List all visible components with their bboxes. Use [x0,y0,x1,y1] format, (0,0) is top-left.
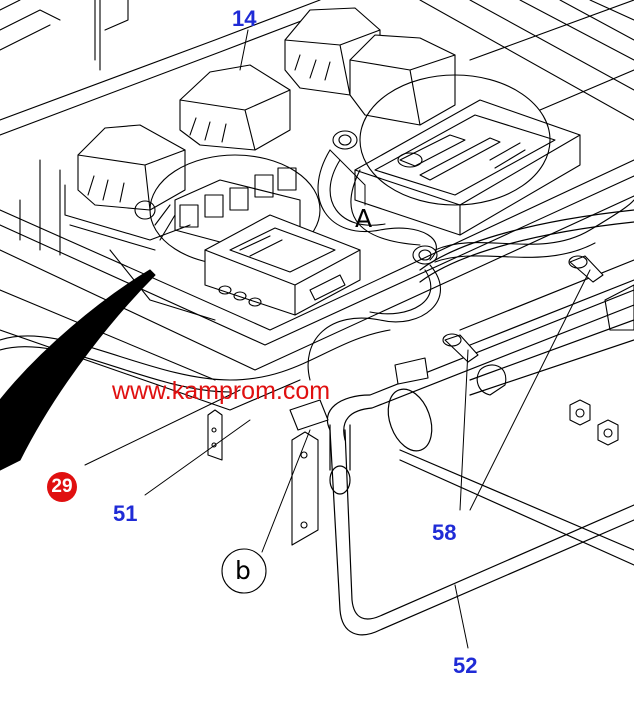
small-control-box [204,214,361,316]
grommets [134,130,438,265]
brackets [207,284,634,546]
callout-b-circle [221,548,267,594]
relay-block [64,7,456,251]
label-a: A [355,204,373,233]
callout-58: 58 [432,520,457,545]
main-cable [0,269,156,471]
callout-52: 52 [453,653,478,678]
control-unit [354,74,581,236]
callout-29-badge: 29 [47,472,77,502]
bolts-and-nuts [442,255,619,446]
watermark: www.kamprom.com [112,377,331,405]
leader-lines [84,29,591,649]
callout-14: 14 [232,6,257,31]
tube-frame [326,209,634,636]
label-b: b [235,556,251,585]
callout-51: 51 [113,501,138,526]
